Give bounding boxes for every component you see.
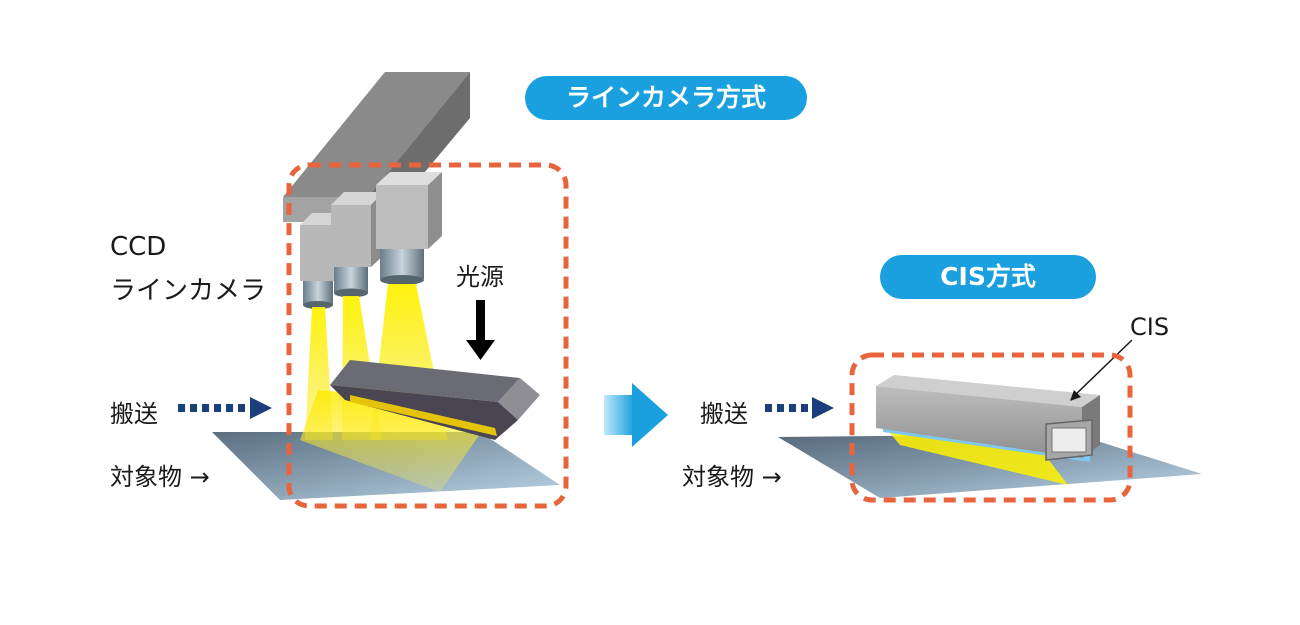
transport-arrow-right [765,397,834,419]
cis-sensor-bar [876,375,1100,461]
cis-pointer-line [1072,339,1133,398]
cis-highlight-frame [849,352,1133,503]
ccd-camera-3 [376,172,442,285]
line-camera-method-badge: ラインカメラ方式 [525,76,807,120]
transport-label-left: 搬送 [110,400,158,428]
transport-arrow-left [178,397,272,419]
cis-section [765,339,1202,503]
light-source-unit [330,360,540,440]
line-camera-label: ラインカメラ [110,276,267,306]
light-source-label: 光源 [456,263,504,291]
line-camera-section [178,72,569,509]
cis-method-badge: CIS方式 [880,255,1096,299]
cis-light-line [883,425,1068,485]
object-label-left: 対象物 → [110,463,210,491]
ccd-label: CCD [110,232,167,262]
transport-label-right: 搬送 [700,400,748,428]
cis-label: CIS [1130,313,1170,341]
object-label-right: 対象物 → [682,463,782,491]
transition-arrow [604,383,668,447]
light-source-arrow [466,300,495,360]
